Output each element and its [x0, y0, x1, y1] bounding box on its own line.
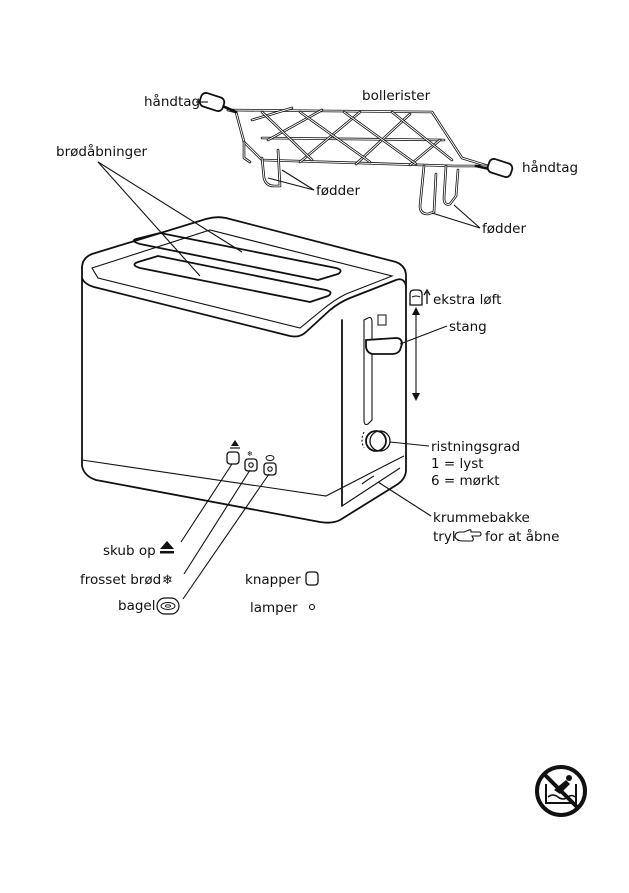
label-bagel: bagel — [118, 598, 155, 614]
label-lamps: lamper — [250, 600, 298, 616]
bread-lift-icon — [409, 288, 431, 306]
snowflake-icon: ❄ — [162, 573, 173, 588]
pointing-hand-icon — [454, 529, 482, 542]
label-extra-lift: ekstra løft — [433, 292, 501, 308]
label-crumb-press: tryk — [433, 529, 460, 545]
label-browning-light: 1 = lyst — [431, 456, 484, 472]
label-frozen: frosset brød — [80, 572, 161, 588]
frozen-indicator: ❄ — [247, 450, 253, 458]
rack-handle-right — [474, 158, 514, 178]
label-buttons: knapper — [245, 572, 301, 588]
eject-button — [226, 451, 240, 465]
label-crumb-tray: krummebakke — [433, 510, 530, 526]
label-feet-right: fødder — [482, 221, 526, 237]
control-panel: ❄ — [226, 440, 277, 476]
label-feet-left: fødder — [316, 183, 360, 199]
label-eject: skub op — [103, 543, 156, 559]
no-water-immersion-icon — [535, 765, 587, 817]
label-handle-right: håndtag — [522, 159, 578, 176]
eject-indicator — [231, 440, 239, 446]
bread-slots — [132, 232, 342, 303]
label-browning-dark: 6 = mørkt — [431, 473, 500, 489]
bun-rack — [198, 92, 514, 216]
label-lever: stang — [449, 319, 487, 335]
label-crumb-open: for at åbne — [485, 528, 559, 545]
bagel-indicator — [265, 455, 275, 461]
eject-icon — [160, 541, 174, 554]
bagel-lamp — [267, 466, 273, 472]
toaster-body — [81, 216, 407, 524]
lever-handle — [365, 337, 403, 355]
frozen-lamp — [248, 462, 254, 468]
label-bread-slots: brødåbninger — [56, 143, 148, 160]
label-bun-rack: bollerister — [362, 88, 431, 104]
label-browning: ristningsgrad — [431, 439, 520, 455]
lift-slot-mark — [377, 314, 387, 326]
label-handle-left: håndtag — [144, 93, 200, 110]
browning-knob — [361, 430, 391, 452]
rack-handle-left — [198, 92, 238, 114]
lever — [363, 314, 403, 426]
lamp-icon — [308, 603, 316, 611]
button-icon — [305, 571, 319, 586]
bagel-icon — [156, 597, 180, 615]
